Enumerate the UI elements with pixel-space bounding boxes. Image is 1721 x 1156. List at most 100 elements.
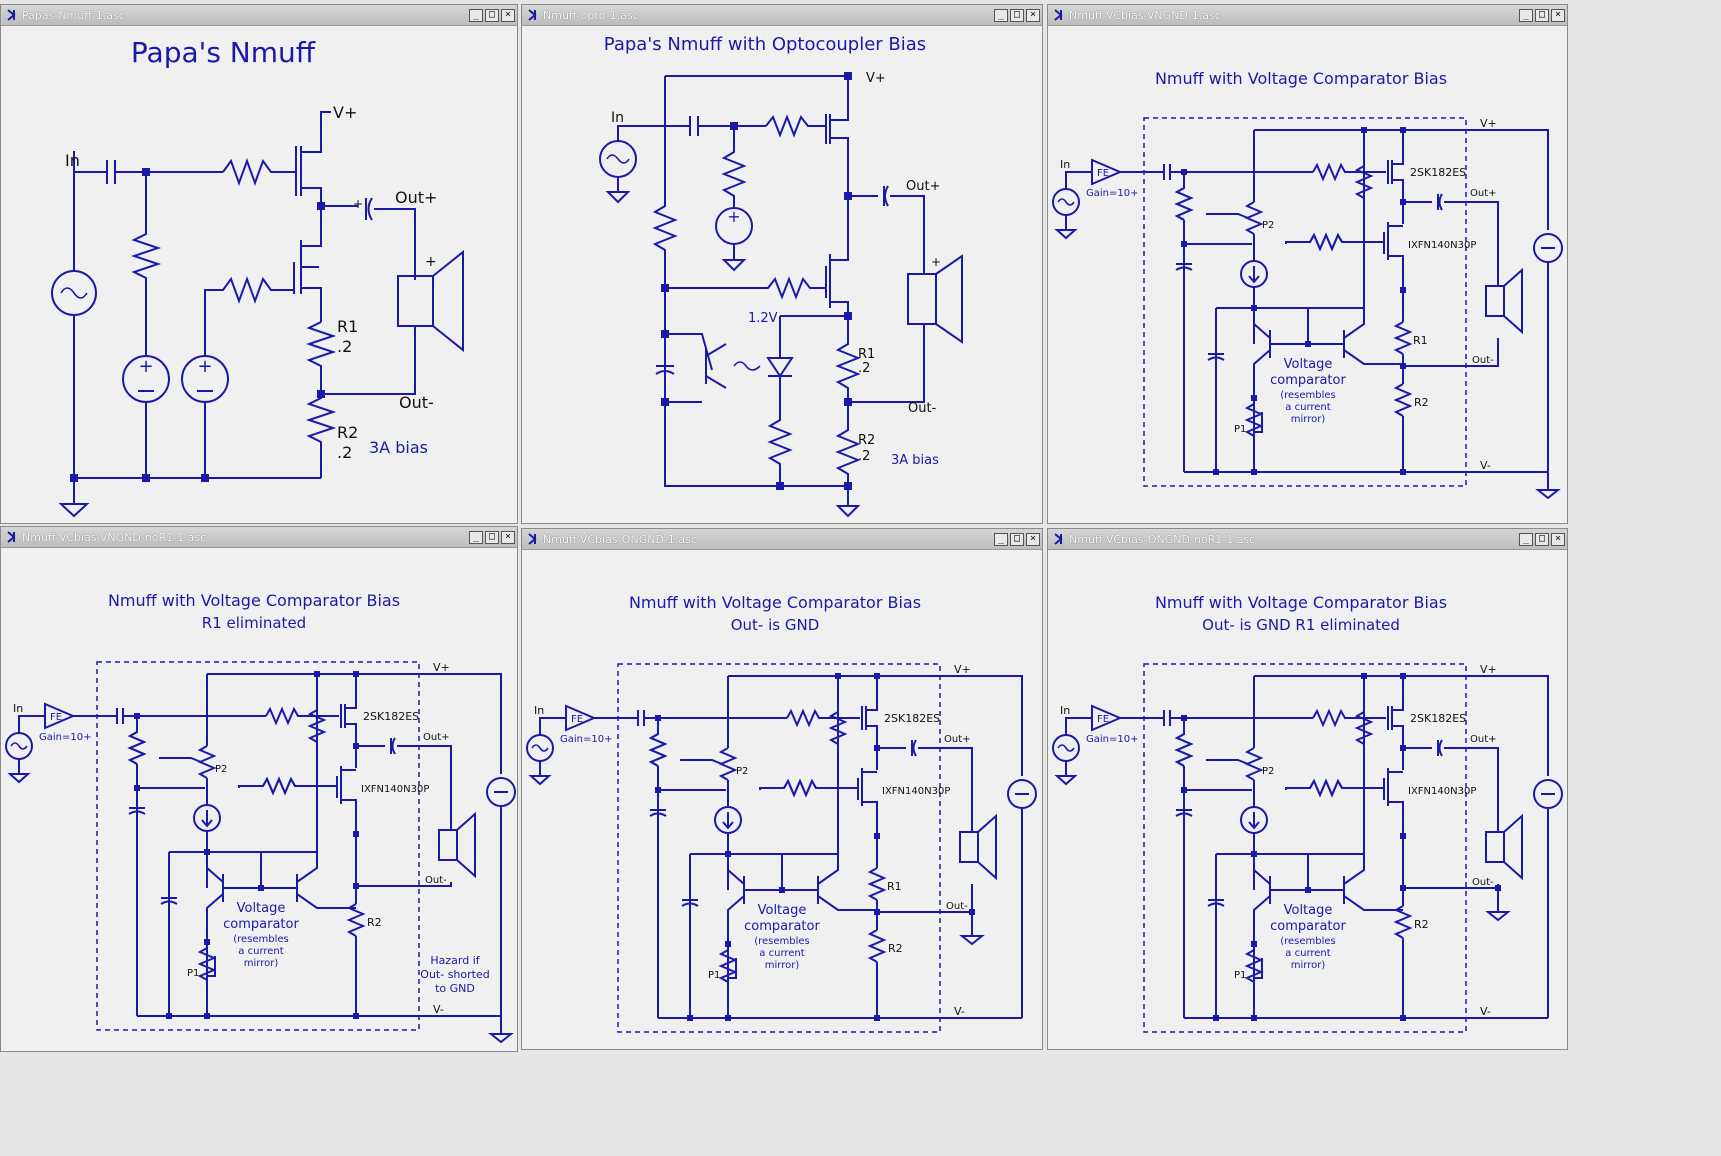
minimize-button[interactable]: _ (1519, 8, 1533, 22)
close-button[interactable]: × (1551, 8, 1565, 22)
minimize-button[interactable]: _ (994, 532, 1008, 546)
out-minus-wire (356, 882, 452, 887)
junction-dot (687, 1015, 693, 1021)
comparator-base-link (1270, 308, 1344, 345)
minimize-button[interactable]: _ (1519, 532, 1533, 546)
schematic-title: Papa's Nmuff with Optocoupler Bias (604, 34, 926, 55)
maximize-button[interactable]: □ (1535, 8, 1549, 22)
dc-source-icon (715, 207, 753, 245)
label-ixfn140n30p: IXFN140N30P (882, 786, 950, 797)
r2-resistor (346, 903, 366, 937)
gate-resistor (1312, 162, 1386, 182)
schematic-window-vc-vngnd[interactable]: Nmuff-VCbias-VNGND-1.asc _ □ × Nmuff wit… (1047, 4, 1568, 524)
bias-resistor-zig (648, 733, 668, 767)
svg-text:+: + (727, 207, 740, 226)
schematic-drawing: Nmuff with Voltage Comparator Bias R1 eli… (5, 591, 516, 1044)
label-voltage: Voltage (237, 901, 286, 916)
label-ixfn140n30p: IXFN140N30P (1408, 240, 1476, 251)
window-titlebar[interactable]: Nmuff-VCbias-VNGND-1.asc _ □ × (1048, 5, 1567, 26)
svg-text:R2: R2 (337, 423, 358, 442)
schematic-window-papas-nmuff[interactable]: Papas-Nmuff-1.asc _ □ × Papa's Nmuff In … (0, 4, 518, 524)
junction-dot (874, 673, 880, 679)
junction-dot (1305, 341, 1311, 347)
schematic-window-opto[interactable]: Nmuff-opto-1.asc _ □ × Papa's Nmuff with… (521, 4, 1043, 524)
fe-amplifier-icon (1091, 158, 1164, 186)
label-current: a current (1285, 402, 1330, 413)
label-vplus: V+ (333, 103, 357, 122)
ac-source-icon (51, 270, 97, 316)
gate-resistor (765, 114, 826, 138)
schematic-canvas[interactable]: Papa's Nmuff In + + V+ (1, 26, 517, 523)
input-capacitor (637, 710, 787, 726)
label-comparator: comparator (223, 917, 299, 932)
lower-mosfet (1383, 748, 1404, 828)
maximize-button[interactable]: □ (1010, 532, 1024, 546)
dc-source-icon (122, 355, 170, 403)
maximize-button[interactable]: □ (485, 8, 499, 22)
sine-icon (1057, 198, 1075, 206)
close-button[interactable]: × (1026, 8, 1040, 22)
minimize-button[interactable]: _ (469, 530, 483, 544)
label-in: In (1060, 158, 1070, 171)
comparator-base-link (1270, 854, 1344, 891)
p2-wiper (159, 757, 202, 763)
window-titlebar[interactable]: Nmuff-VCbias-VNGND-noR1-1.asc _ □ × (1, 527, 517, 548)
window-titlebar[interactable]: Nmuff-VCbias-ONGND-noR1-1.asc _ □ × (1048, 529, 1567, 550)
label-outp: Out+ (1470, 188, 1497, 199)
label-current: a current (238, 946, 283, 957)
lower-gate-resistor-zig (1309, 232, 1384, 252)
comparator-capacitor (160, 897, 178, 905)
label-resembles: (resembles (754, 936, 810, 947)
lower-mosfet (825, 196, 849, 316)
schematic-window-vc-ongnd-nor1[interactable]: Nmuff-VCbias-ONGND-noR1-1.asc _ □ × Nmuf… (1047, 528, 1568, 1050)
gate-resistor (786, 708, 860, 728)
p2-potentiometer (1244, 201, 1264, 235)
window-titlebar[interactable]: Nmuff-VCbias-ONGND-1.asc _ □ × (522, 529, 1042, 550)
window-titlebar[interactable]: Papas-Nmuff-1.asc _ □ × (1, 5, 517, 26)
label-comparator: comparator (1270, 919, 1346, 934)
maximize-button[interactable]: □ (1010, 8, 1024, 22)
svg-text:.2: .2 (337, 443, 352, 462)
lower-mosfet (293, 238, 322, 322)
label-p2: P2 (1262, 766, 1274, 777)
minimize-button[interactable]: _ (994, 8, 1008, 22)
speaker-icon (1485, 813, 1523, 881)
close-button[interactable]: × (501, 530, 515, 544)
input-capacitor (74, 160, 223, 184)
schematic-window-vc-ongnd[interactable]: Nmuff-VCbias-ONGND-1.asc _ □ × Nmuff wit… (521, 528, 1043, 1050)
schematic-title: Nmuff with Voltage Comparator Bias (108, 591, 400, 610)
label-ixfn140n30p: IXFN140N30P (361, 784, 429, 795)
junction-dot (655, 787, 661, 793)
out-minus-wire (1403, 338, 1499, 367)
schematic-canvas[interactable]: Nmuff with Voltage Comparator Bias R1 eli… (1, 548, 517, 1051)
schematic-window-vc-vngnd-nor1[interactable]: Nmuff-VCbias-VNGND-noR1-1.asc _ □ × Nmuf… (0, 526, 518, 1052)
speaker-icon (959, 813, 997, 881)
label-outm: Out- (1472, 355, 1494, 366)
junction-dot (258, 885, 264, 891)
maximize-button[interactable]: □ (1535, 532, 1549, 546)
close-button[interactable]: × (1551, 532, 1565, 546)
close-button[interactable]: × (1026, 532, 1040, 546)
label-r2: R2 (367, 916, 382, 929)
minimize-button[interactable]: _ (469, 8, 483, 22)
schematic-canvas[interactable]: Papa's Nmuff with Optocoupler Bias V+ In… (522, 26, 1042, 523)
r2-resistor (1393, 905, 1413, 939)
label-current: a current (759, 948, 804, 959)
svg-text:In: In (611, 110, 624, 126)
p2-potentiometer (1244, 747, 1264, 781)
junction-dot (1251, 395, 1257, 401)
p1-potentiometer (1244, 949, 1264, 983)
maximize-button[interactable]: □ (485, 530, 499, 544)
schematic-subtitle: R1 eliminated (202, 614, 306, 632)
junction-dot (1213, 1015, 1219, 1021)
input-wire (7, 715, 45, 784)
p1-potentiometer (197, 947, 217, 981)
input-capacitor (1163, 164, 1313, 180)
window-titlebar[interactable]: Nmuff-opto-1.asc _ □ × (522, 5, 1042, 26)
gate-resistor (1312, 708, 1386, 728)
junction-dot (1181, 787, 1187, 793)
close-button[interactable]: × (501, 8, 515, 22)
